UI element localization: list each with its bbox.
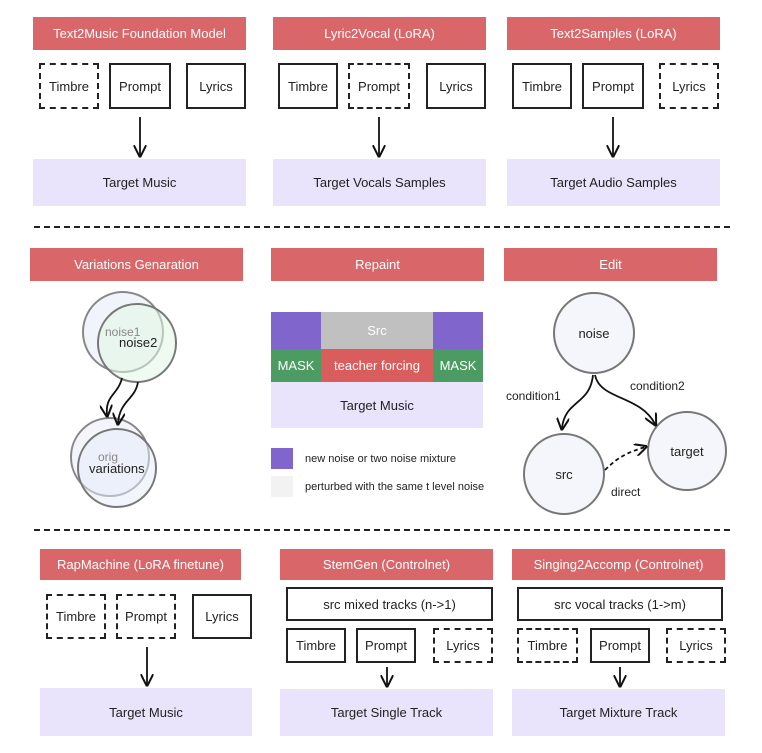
sing-src: src vocal tracks (1->m) — [517, 587, 723, 621]
l2v-target: Target Vocals Samples — [273, 159, 486, 206]
repaint-title: Repaint — [271, 248, 484, 281]
sing-lyrics: Lyrics — [666, 628, 726, 663]
edit-condition2-label: condition2 — [630, 379, 685, 393]
t2s-lyrics: Lyrics — [659, 63, 719, 109]
l2v-timbre: Timbre — [278, 63, 338, 109]
rap-title: RapMachine (LoRA finetune) — [40, 549, 241, 580]
l2v-prompt: Prompt — [348, 63, 410, 109]
noise2-circle — [97, 303, 177, 383]
repaint-src: Src — [321, 312, 433, 349]
t2s-prompt: Prompt — [582, 63, 644, 109]
variations-label: variations — [89, 461, 145, 476]
rap-target: Target Music — [40, 688, 252, 736]
repaint-teacher-forcing: teacher forcing — [321, 349, 433, 382]
t2m-prompt: Prompt — [109, 63, 171, 109]
repaint-noise-right — [433, 312, 483, 349]
rap-prompt: Prompt — [116, 594, 176, 639]
legend-purple-swatch — [271, 448, 293, 469]
rap-lyrics: Lyrics — [192, 594, 252, 639]
t2s-target: Target Audio Samples — [507, 159, 720, 206]
legend-gray-swatch — [271, 476, 293, 497]
stem-lyrics: Lyrics — [433, 628, 493, 663]
section-divider-bottom — [34, 529, 730, 531]
variations-circle — [77, 428, 157, 508]
t2m-lyrics: Lyrics — [186, 63, 246, 109]
legend-gray-label: perturbed with the same t level noise — [305, 480, 485, 493]
orig-label: orig — [98, 450, 119, 464]
t2m-target: Target Music — [33, 159, 246, 206]
edit-arrow-direct — [604, 447, 645, 471]
edit-arrow-condition2 — [594, 374, 655, 424]
stem-src: src mixed tracks (n->1) — [286, 587, 493, 621]
edit-target-node: target — [647, 411, 727, 491]
sing-title: Singing2Accomp (Controlnet) — [512, 549, 725, 580]
repaint-mask-left: MASK — [271, 349, 321, 382]
sing-target: Target Mixture Track — [512, 689, 725, 736]
stem-timbre: Timbre — [286, 628, 346, 663]
t2s-title: Text2Samples (LoRA) — [507, 17, 720, 50]
rap-timbre: Timbre — [46, 594, 106, 639]
noise1-label: noise1 — [105, 325, 141, 339]
repaint-noise-left — [271, 312, 321, 349]
repaint-target: Target Music — [271, 382, 483, 428]
stem-target: Target Single Track — [280, 689, 493, 736]
noise2-label: noise2 — [119, 335, 158, 350]
stem-title: StemGen (Controlnet) — [280, 549, 493, 580]
sing-timbre: Timbre — [517, 628, 578, 663]
section-divider-top — [34, 226, 730, 228]
repaint-mask-right: MASK — [433, 349, 483, 382]
variations-title: Variations Genaration — [30, 248, 243, 281]
l2v-title: Lyric2Vocal (LoRA) — [273, 17, 486, 50]
edit-arrow-condition1 — [562, 374, 594, 428]
t2m-title: Text2Music Foundation Model — [33, 17, 246, 50]
edit-noise-node: noise — [553, 292, 635, 374]
edit-src-node: src — [523, 433, 605, 515]
l2v-lyrics: Lyrics — [426, 63, 486, 109]
legend-purple-label: new noise or two noise mixture — [305, 452, 457, 465]
variations-arrow-left — [107, 377, 123, 415]
stem-prompt: Prompt — [356, 628, 416, 663]
edit-condition1-label: condition1 — [506, 389, 561, 403]
edit-title: Edit — [504, 248, 717, 281]
t2m-timbre: Timbre — [39, 63, 99, 109]
variations-arrow-right — [118, 381, 139, 423]
edit-direct-label: direct — [611, 485, 641, 499]
sing-prompt: Prompt — [590, 628, 650, 663]
t2s-timbre: Timbre — [512, 63, 572, 109]
